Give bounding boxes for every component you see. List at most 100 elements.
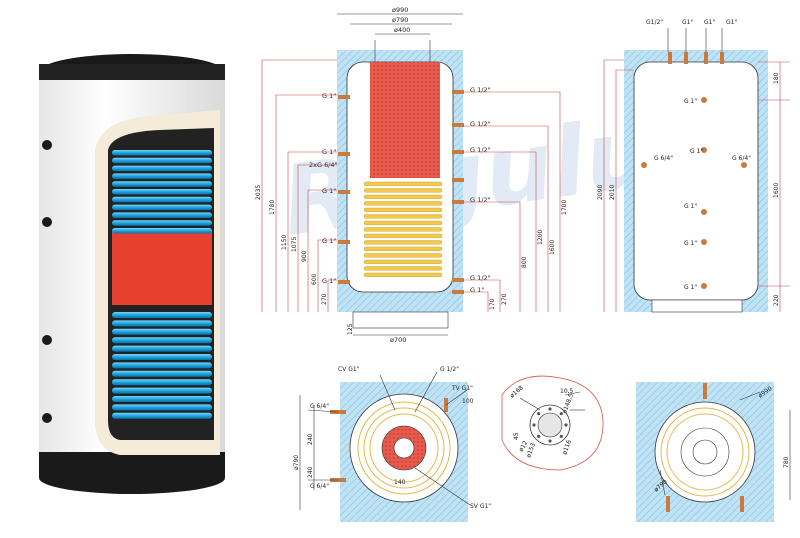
coil-turn <box>112 165 212 172</box>
flange-bolt <box>548 407 552 411</box>
coil-turn <box>363 188 443 193</box>
tank-ports <box>42 140 52 423</box>
coil-turn <box>112 212 212 218</box>
front-right-conn-4: G 1/2" <box>470 274 491 282</box>
front-right-height-5: 170 <box>489 298 496 310</box>
front-left-height-6: 270 <box>321 293 328 305</box>
coil-turn <box>112 362 212 369</box>
flange-bolt <box>559 412 563 416</box>
coil-turn <box>112 337 212 344</box>
flange-bolt <box>564 423 568 427</box>
coil-turn <box>112 354 212 360</box>
coil-turn <box>112 396 212 402</box>
bottom-plan-view: ø990 ø790 780 <box>636 382 791 522</box>
front-left-pipes <box>338 95 350 284</box>
front-left-conn-4: G 1" <box>322 237 336 245</box>
front-left-height-5: 600 <box>311 273 318 285</box>
top-label-sv: SV G1" <box>470 503 491 510</box>
side-left-height-0: 2090 <box>597 185 604 200</box>
coil-turn <box>363 214 443 219</box>
coil-turn <box>112 379 212 386</box>
coil-turn <box>112 196 212 203</box>
top-dim-2: 240 <box>307 466 314 478</box>
side-top-conn-2: G1" <box>704 19 715 26</box>
top-label-g12: G 1/2" <box>440 366 459 373</box>
detail-label-4: ø116 <box>561 439 573 456</box>
top-label-tv: TV G1" <box>451 385 473 392</box>
side-center-conn-4: G 1" <box>684 284 697 291</box>
top-label-100: 100 <box>462 398 474 405</box>
coil-turn <box>112 228 212 234</box>
side-top-pipes <box>668 52 724 64</box>
top-label-cv: CV G1" <box>338 366 360 373</box>
coil-turn <box>363 266 443 271</box>
front-right-height-4: 270 <box>501 293 508 305</box>
front-right-conn-0: G 1/2" <box>470 86 491 94</box>
front-right-height-2: 1200 <box>537 230 544 245</box>
front-left-height-0: 2035 <box>255 185 262 200</box>
side-right-height-0: 180 <box>773 72 780 84</box>
side-center-conn-2: G 1" <box>684 203 697 210</box>
top-dim-1: 240 <box>307 433 314 445</box>
front-left-height-4: 900 <box>301 250 308 262</box>
side-top-conn-0: G1/2" <box>646 19 663 26</box>
coil-turn <box>112 189 212 195</box>
front-bottom-dim: ø700 <box>390 336 406 344</box>
coil-turn <box>112 157 212 164</box>
side-view: G1/2" G1" G1" G1" G 1" G 1" G 1" G 1" G … <box>597 19 790 313</box>
side-ports <box>641 97 747 289</box>
coil-turn <box>363 220 443 225</box>
coil-turn <box>363 207 443 212</box>
flange-bolt <box>537 434 541 438</box>
detail-label-3: 45 <box>513 432 520 440</box>
top-label-g64-upper: G 6/4" <box>310 403 329 410</box>
flange-detail-view: 10,5 ø168 ø148,5 45 ø116 ø153 ø12 <box>501 375 604 471</box>
side-left-height-1: 2010 <box>609 185 616 200</box>
top-dim-3: 140 <box>394 479 406 486</box>
side-right-height-2: 220 <box>773 294 780 306</box>
front-left-height-7: 125 <box>347 323 354 335</box>
front-right-pipes <box>452 90 464 294</box>
detail-label-5: ø153 <box>525 442 537 459</box>
tank-render <box>39 54 225 494</box>
coil-turn <box>112 412 212 419</box>
front-right-conn-2: G 1/2" <box>470 146 491 154</box>
coil-turn <box>363 201 443 206</box>
top-dim-0: ø790 <box>293 455 300 470</box>
coil-turn <box>363 246 443 251</box>
front-right-conn-3: G 1/2" <box>470 196 491 204</box>
front-left-height-2: 1150 <box>281 235 288 250</box>
detail-label-6: ø12 <box>518 440 530 453</box>
front-top-dim-1: ø790 <box>392 16 408 24</box>
flange-bolt <box>548 439 552 443</box>
lower-coil <box>112 312 212 419</box>
coil-turn <box>112 220 212 226</box>
front-left-conn-0: G 1" <box>322 92 336 100</box>
flange-bolt <box>532 423 536 427</box>
coil-turn <box>363 253 443 258</box>
coil-turn <box>363 240 443 245</box>
upper-coil <box>112 150 212 234</box>
side-right-height-1: 1600 <box>773 183 780 198</box>
coil-turn <box>363 272 443 277</box>
coil-turn <box>112 312 212 318</box>
flange-bolt <box>559 434 563 438</box>
coil-turn <box>112 150 212 156</box>
coil-turn <box>112 181 212 187</box>
front-right-conn-5: G 1" <box>470 286 484 294</box>
front-left-height-3: 1075 <box>291 237 298 252</box>
coil-turn <box>112 328 212 335</box>
coil-turn <box>363 194 443 199</box>
coil-turn <box>112 320 212 327</box>
front-right-conn-1: G 1/2" <box>470 120 491 128</box>
front-right-height-1: 1600 <box>549 240 556 255</box>
coil-turn <box>112 173 212 179</box>
side-center-conn-0: G 1" <box>684 98 697 105</box>
coil-turn <box>112 387 212 394</box>
detail-label-0: 10,5 <box>560 388 574 395</box>
front-right-height-0: 1700 <box>561 200 568 215</box>
front-right-height-3: 800 <box>521 256 528 268</box>
coil-turn <box>112 204 212 211</box>
front-left-conn-5: G 1" <box>322 277 336 285</box>
